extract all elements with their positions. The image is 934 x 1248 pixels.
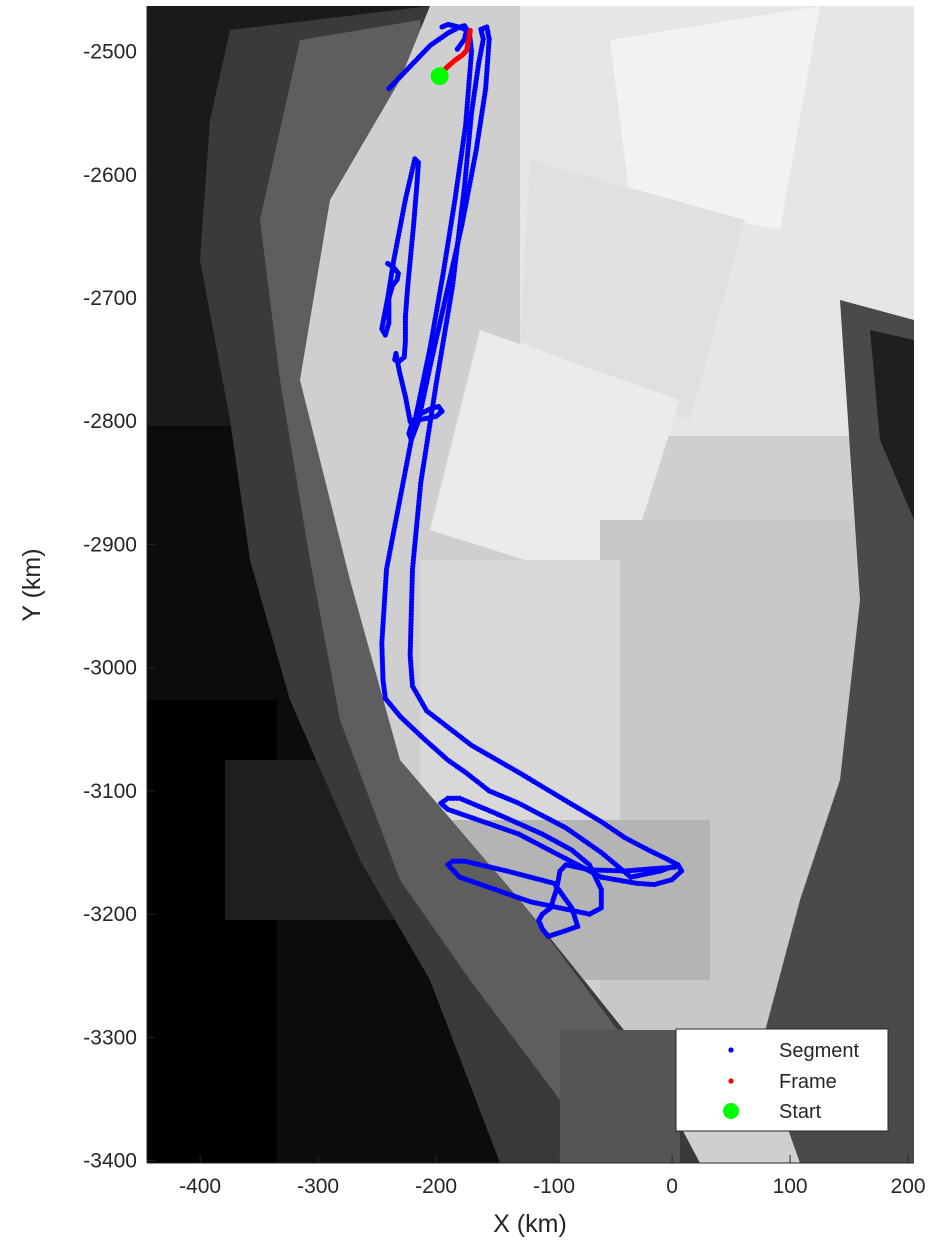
y-tick-label: -3000 bbox=[83, 657, 137, 680]
x-tick-label: -100 bbox=[533, 1175, 575, 1198]
y-tick-label: -2600 bbox=[83, 164, 137, 187]
y-tick-label: -3400 bbox=[83, 1150, 137, 1173]
y-tick-label: -2900 bbox=[83, 533, 137, 556]
x-tick-label: -200 bbox=[415, 1175, 457, 1198]
y-axis-label: Y (km) bbox=[18, 548, 46, 621]
legend: Segment Frame Start bbox=[675, 1028, 889, 1132]
y-tick-label: -3100 bbox=[83, 780, 137, 803]
x-tick-label: 200 bbox=[891, 1175, 926, 1198]
x-tick-label: 100 bbox=[773, 1175, 808, 1198]
y-tick-label: -3200 bbox=[83, 903, 137, 926]
x-tick-label: 0 bbox=[666, 1175, 678, 1198]
legend-box bbox=[675, 1028, 889, 1132]
legend-marker-segment bbox=[728, 1047, 734, 1053]
legend-label-start: Start bbox=[779, 1101, 822, 1123]
x-tick-label: -400 bbox=[179, 1175, 221, 1198]
x-axis-label: X (km) bbox=[493, 1210, 567, 1238]
start-marker bbox=[430, 67, 449, 86]
y-tick-label: -2700 bbox=[83, 287, 137, 310]
segment-point bbox=[385, 260, 391, 267]
y-tick-label: -2800 bbox=[83, 410, 137, 433]
legend-label-segment: Segment bbox=[779, 1040, 859, 1062]
satellite-background bbox=[147, 6, 914, 1163]
legend-marker-start bbox=[723, 1103, 739, 1119]
series-layer bbox=[379, 21, 685, 939]
y-tick-label: -3300 bbox=[83, 1026, 137, 1049]
y-tick-label: -2500 bbox=[83, 41, 137, 64]
segment-point bbox=[454, 46, 460, 52]
legend-marker-frame bbox=[728, 1078, 734, 1084]
x-tick-label: -300 bbox=[297, 1175, 339, 1198]
axes-layer: -400 -300 -200 -100 0 100 200 -2500 -2600 -2700 -2… bbox=[83, 6, 926, 1198]
legend-label-frame: Frame bbox=[779, 1071, 837, 1093]
frame-point bbox=[467, 28, 473, 34]
